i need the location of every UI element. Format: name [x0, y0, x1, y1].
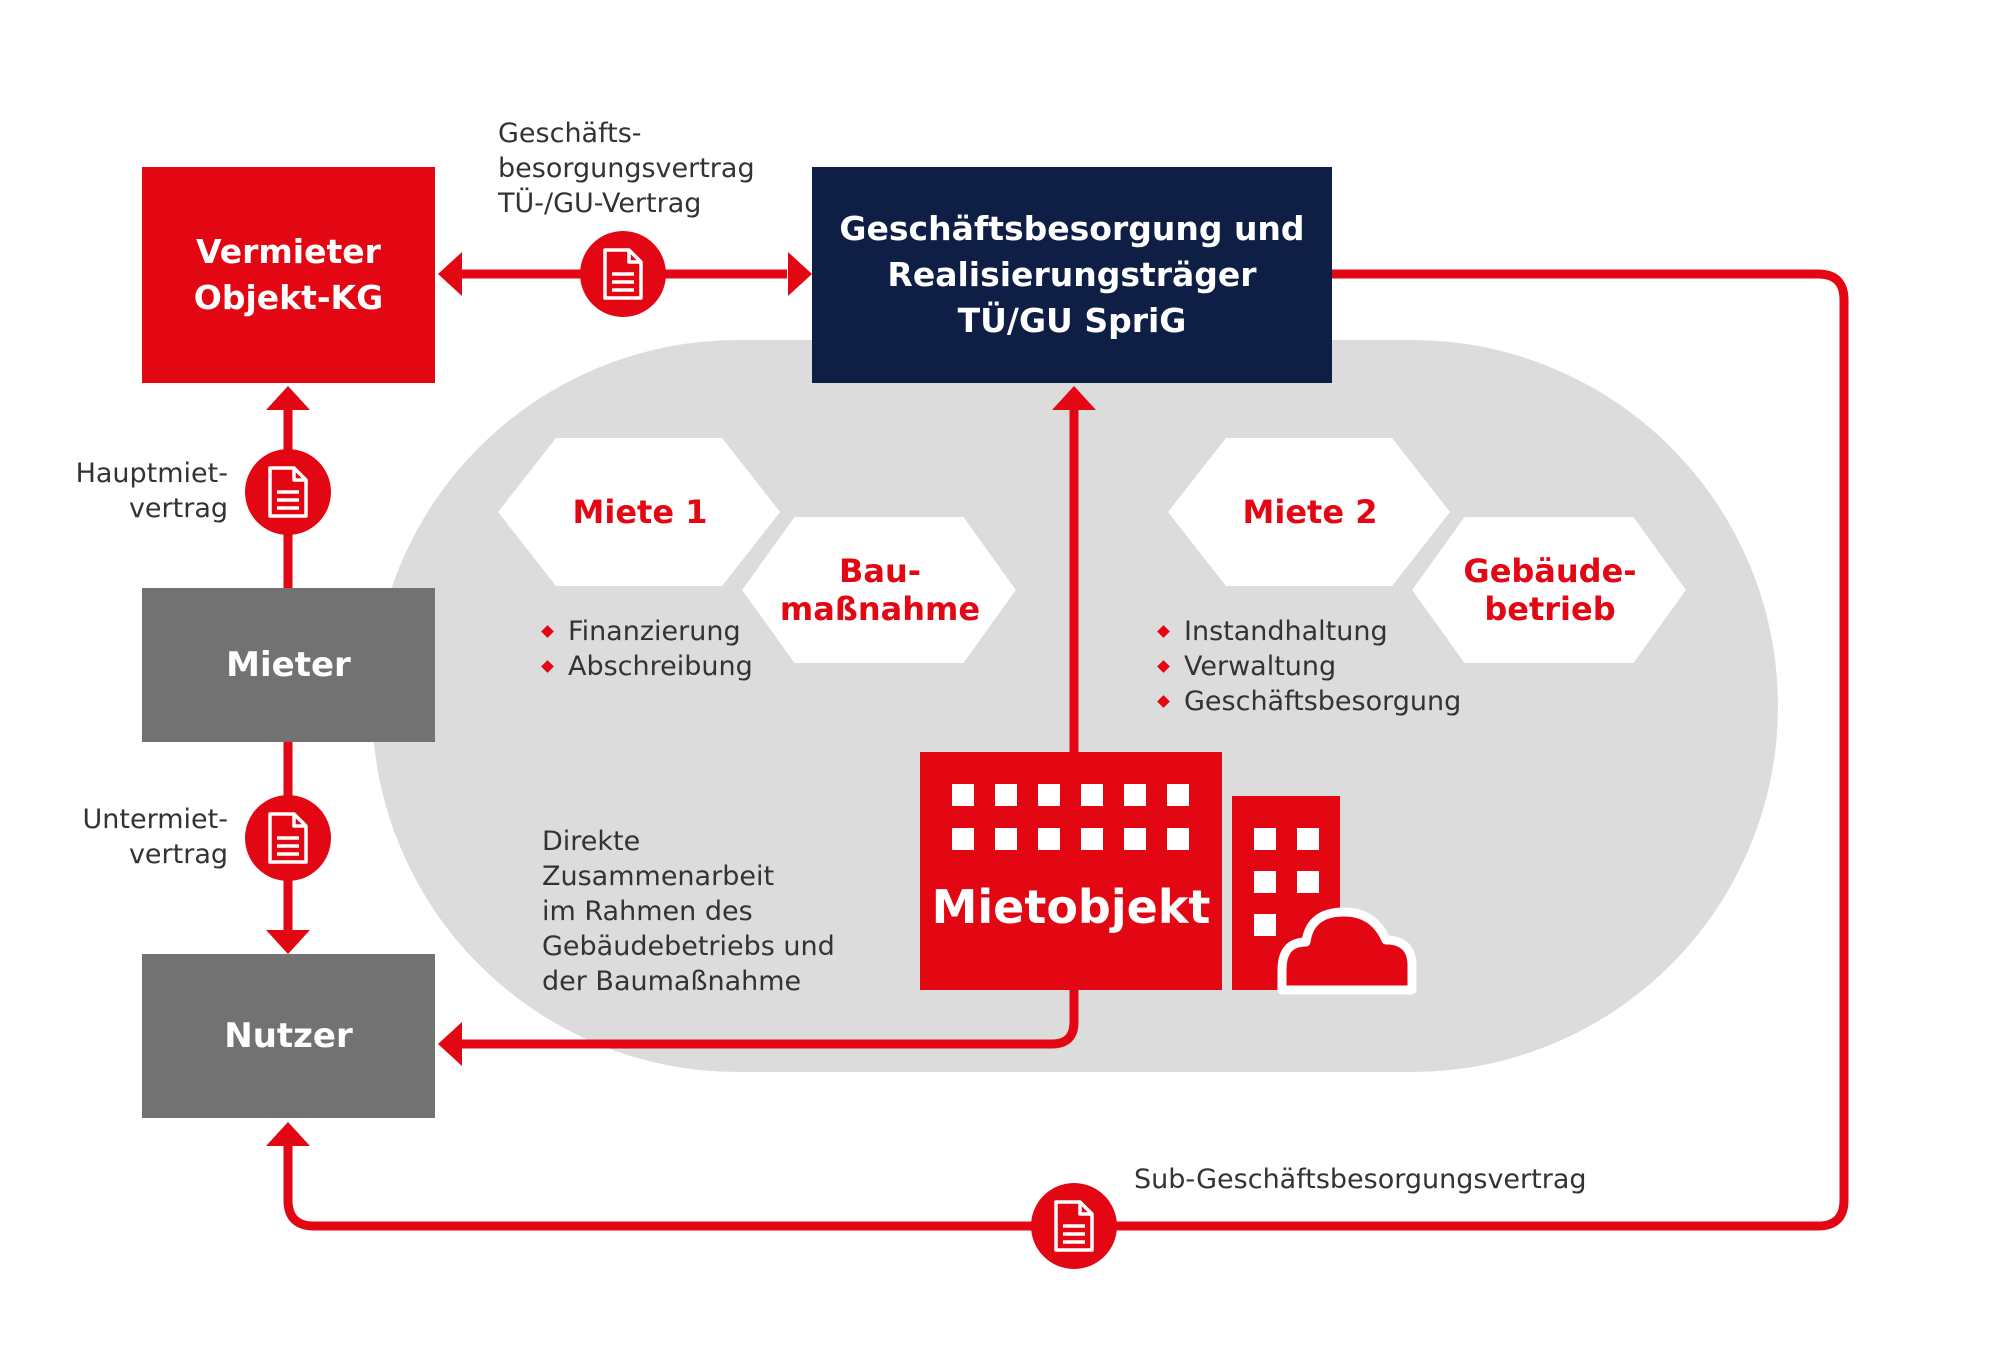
diamond-bullet-icon: [1157, 625, 1170, 638]
cost-item: Verwaltung: [1156, 649, 1461, 684]
arrowhead-left-vermieter: [438, 252, 462, 296]
document-icon: [268, 466, 308, 518]
miete-2-title: Miete 2: [1242, 493, 1378, 531]
gebaeudebetrieb-label: Gebäude- betrieb: [1463, 552, 1637, 628]
contract-label-sub: Sub-Geschäftsbesorgungsvertrag: [1134, 1164, 1587, 1195]
cooperation-note: Direkte Zusammenarbeit im Rahmen des Geb…: [542, 826, 835, 997]
realisierungstraeger-label: Geschäftsbesorgung und Realisierungsträg…: [839, 209, 1305, 340]
cost-item: Finanzierung: [540, 614, 753, 649]
contract-badge-untermiet: [245, 795, 331, 881]
contract-label-untermiet: Untermiet- vertrag: [82, 804, 228, 870]
vermieter-label: Vermieter Objekt-KG: [193, 232, 384, 317]
diamond-bullet-icon: [541, 660, 554, 673]
baumassnahme-label: Bau- maßnahme: [779, 552, 981, 628]
cost-item-label: Abschreibung: [568, 651, 753, 682]
document-icon: [1054, 1200, 1094, 1252]
diamond-bullet-icon: [1157, 695, 1170, 708]
arrowhead-down-nutzer: [266, 930, 310, 954]
cost-item-label: Instandhaltung: [1184, 616, 1388, 647]
realisierungstraeger-box: Geschäftsbesorgung und Realisierungsträg…: [812, 167, 1332, 383]
connector-sub-loop: [283, 269, 1849, 1231]
hexagon-miete-2: [1168, 438, 1450, 586]
arrowhead-up-vermieter: [266, 386, 310, 410]
contract-badge-hauptmiet: [245, 449, 331, 535]
contract-label-hauptmiet: Hauptmiet- vertrag: [75, 458, 228, 524]
cost-item: Abschreibung: [540, 649, 753, 684]
arrowhead-right-realisierung: [788, 252, 812, 296]
nutzer-label: Nutzer: [224, 1016, 353, 1056]
hexagon-gebaeudebetrieb: [1399, 507, 1699, 673]
hexagon-miete-1: [498, 438, 780, 586]
contract-badge-top: [580, 231, 666, 317]
connector-mietobjekt-nutzer: [460, 990, 1079, 1049]
cost-item-label: Finanzierung: [568, 616, 741, 647]
diamond-bullet-icon: [1157, 660, 1170, 673]
mietobjekt-label: Mietobjekt: [931, 880, 1211, 934]
document-icon: [603, 248, 643, 300]
mieter-label: Mieter: [226, 645, 351, 685]
arrowhead-up-nutzer: [266, 1122, 310, 1146]
contract-label-top: Geschäfts- besorgungsvertrag TÜ-/GU-Vert…: [498, 118, 755, 219]
miete-1-title: Miete 1: [572, 493, 708, 531]
arrowhead-up-realisierung: [1052, 386, 1096, 410]
cloud-icon: [1277, 907, 1417, 995]
document-icon: [268, 812, 308, 864]
cost-item: Instandhaltung: [1156, 614, 1461, 649]
cost-item-label: Verwaltung: [1184, 651, 1337, 682]
arrowhead-left-nutzer: [438, 1022, 462, 1066]
vermieter-box: Vermieter Objekt-KG: [142, 167, 435, 383]
hexagon-baumassnahme: [729, 507, 1029, 673]
mieter-box: Mieter: [142, 588, 435, 742]
nutzer-box: Nutzer: [142, 954, 435, 1118]
contract-badge-sub: [1031, 1183, 1117, 1269]
cost-item-label: Geschäftsbesorgung: [1184, 686, 1462, 717]
diamond-bullet-icon: [541, 625, 554, 638]
cost-item: Geschäftsbesorgung: [1156, 684, 1461, 719]
building-icon: [920, 752, 1340, 990]
